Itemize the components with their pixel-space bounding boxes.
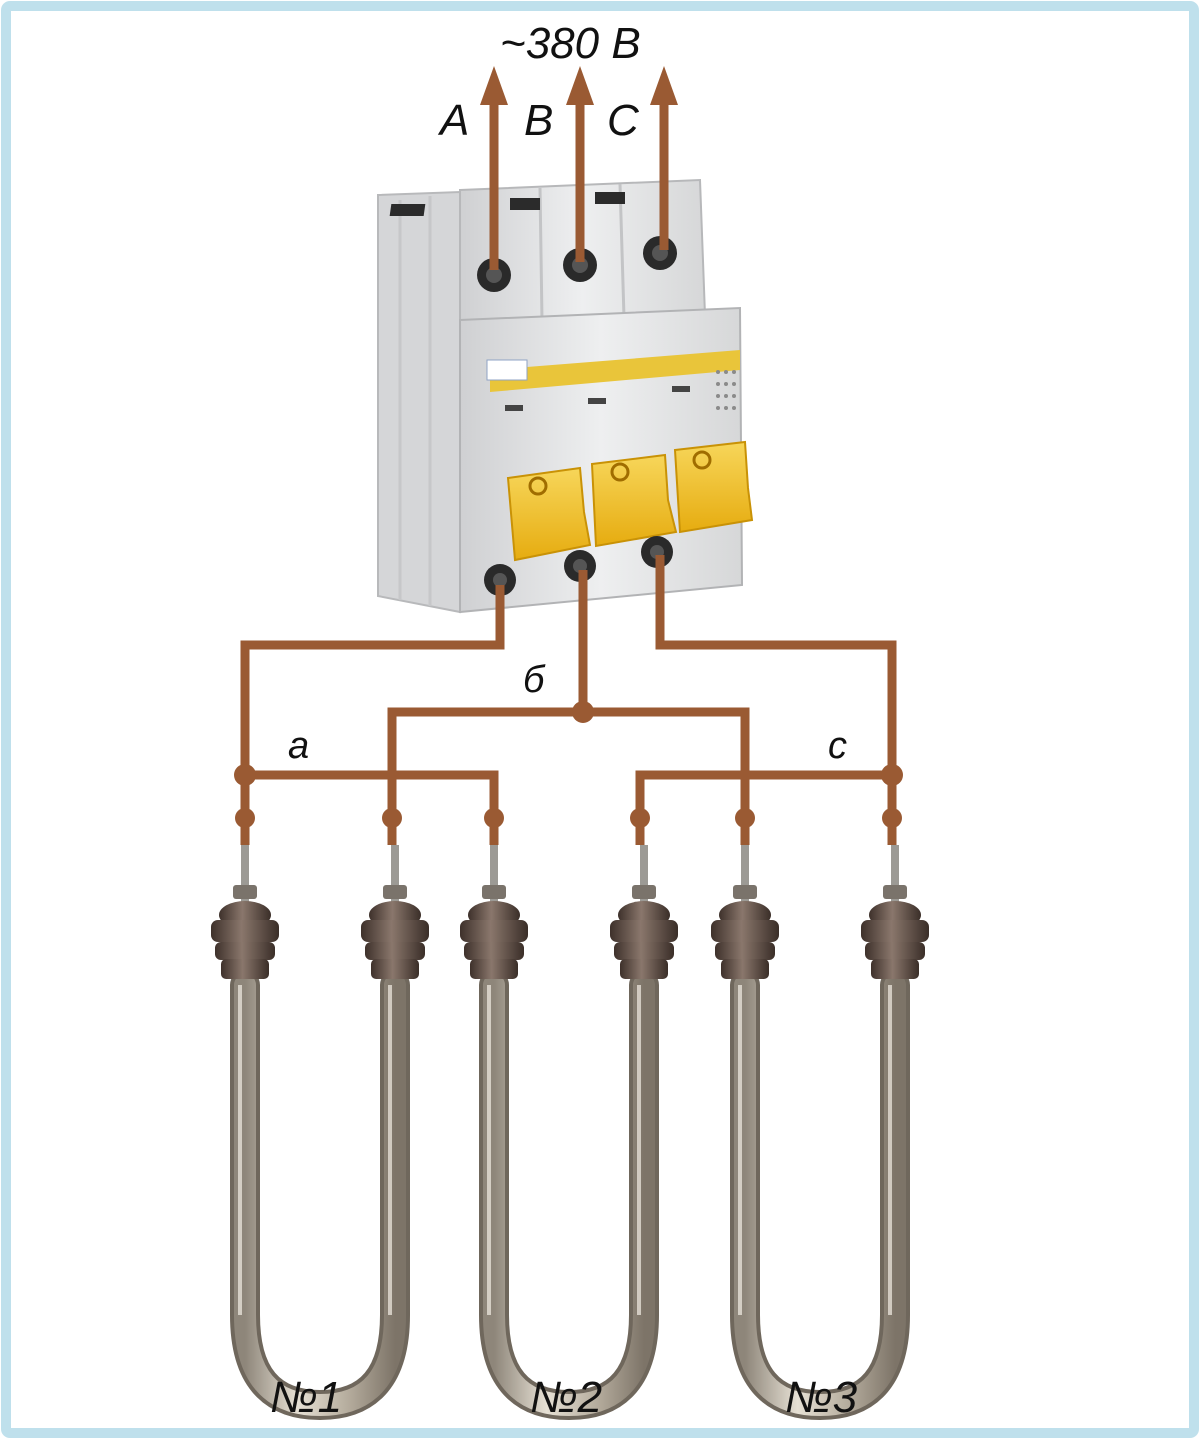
bus-b bbox=[387, 707, 750, 818]
wire-phase-c bbox=[655, 555, 897, 775]
supply-arrows bbox=[480, 66, 678, 105]
three-pole-circuit-breaker-icon bbox=[377, 178, 754, 614]
arrow-up-icon bbox=[480, 66, 508, 105]
heater-label-2: №2 bbox=[530, 1373, 602, 1422]
bus-a bbox=[245, 770, 499, 818]
supply-voltage-label: ~380 В bbox=[500, 19, 641, 68]
heater-label-3: №3 bbox=[785, 1373, 858, 1422]
heater-label-1: №1 bbox=[270, 1373, 342, 1422]
arrow-up-icon bbox=[566, 66, 594, 105]
node-label-c: c bbox=[828, 725, 847, 767]
junction-dots bbox=[234, 701, 903, 828]
bus-c bbox=[635, 770, 892, 818]
node-label-a: a bbox=[288, 725, 309, 767]
wire-phase-a bbox=[240, 585, 505, 775]
phase-label-b: B bbox=[524, 96, 553, 145]
phase-label-a: A bbox=[437, 96, 469, 145]
node-label-b: б bbox=[523, 659, 546, 701]
phase-label-c: C bbox=[607, 96, 640, 145]
arrow-up-icon bbox=[650, 66, 678, 105]
wiring bbox=[240, 95, 897, 845]
